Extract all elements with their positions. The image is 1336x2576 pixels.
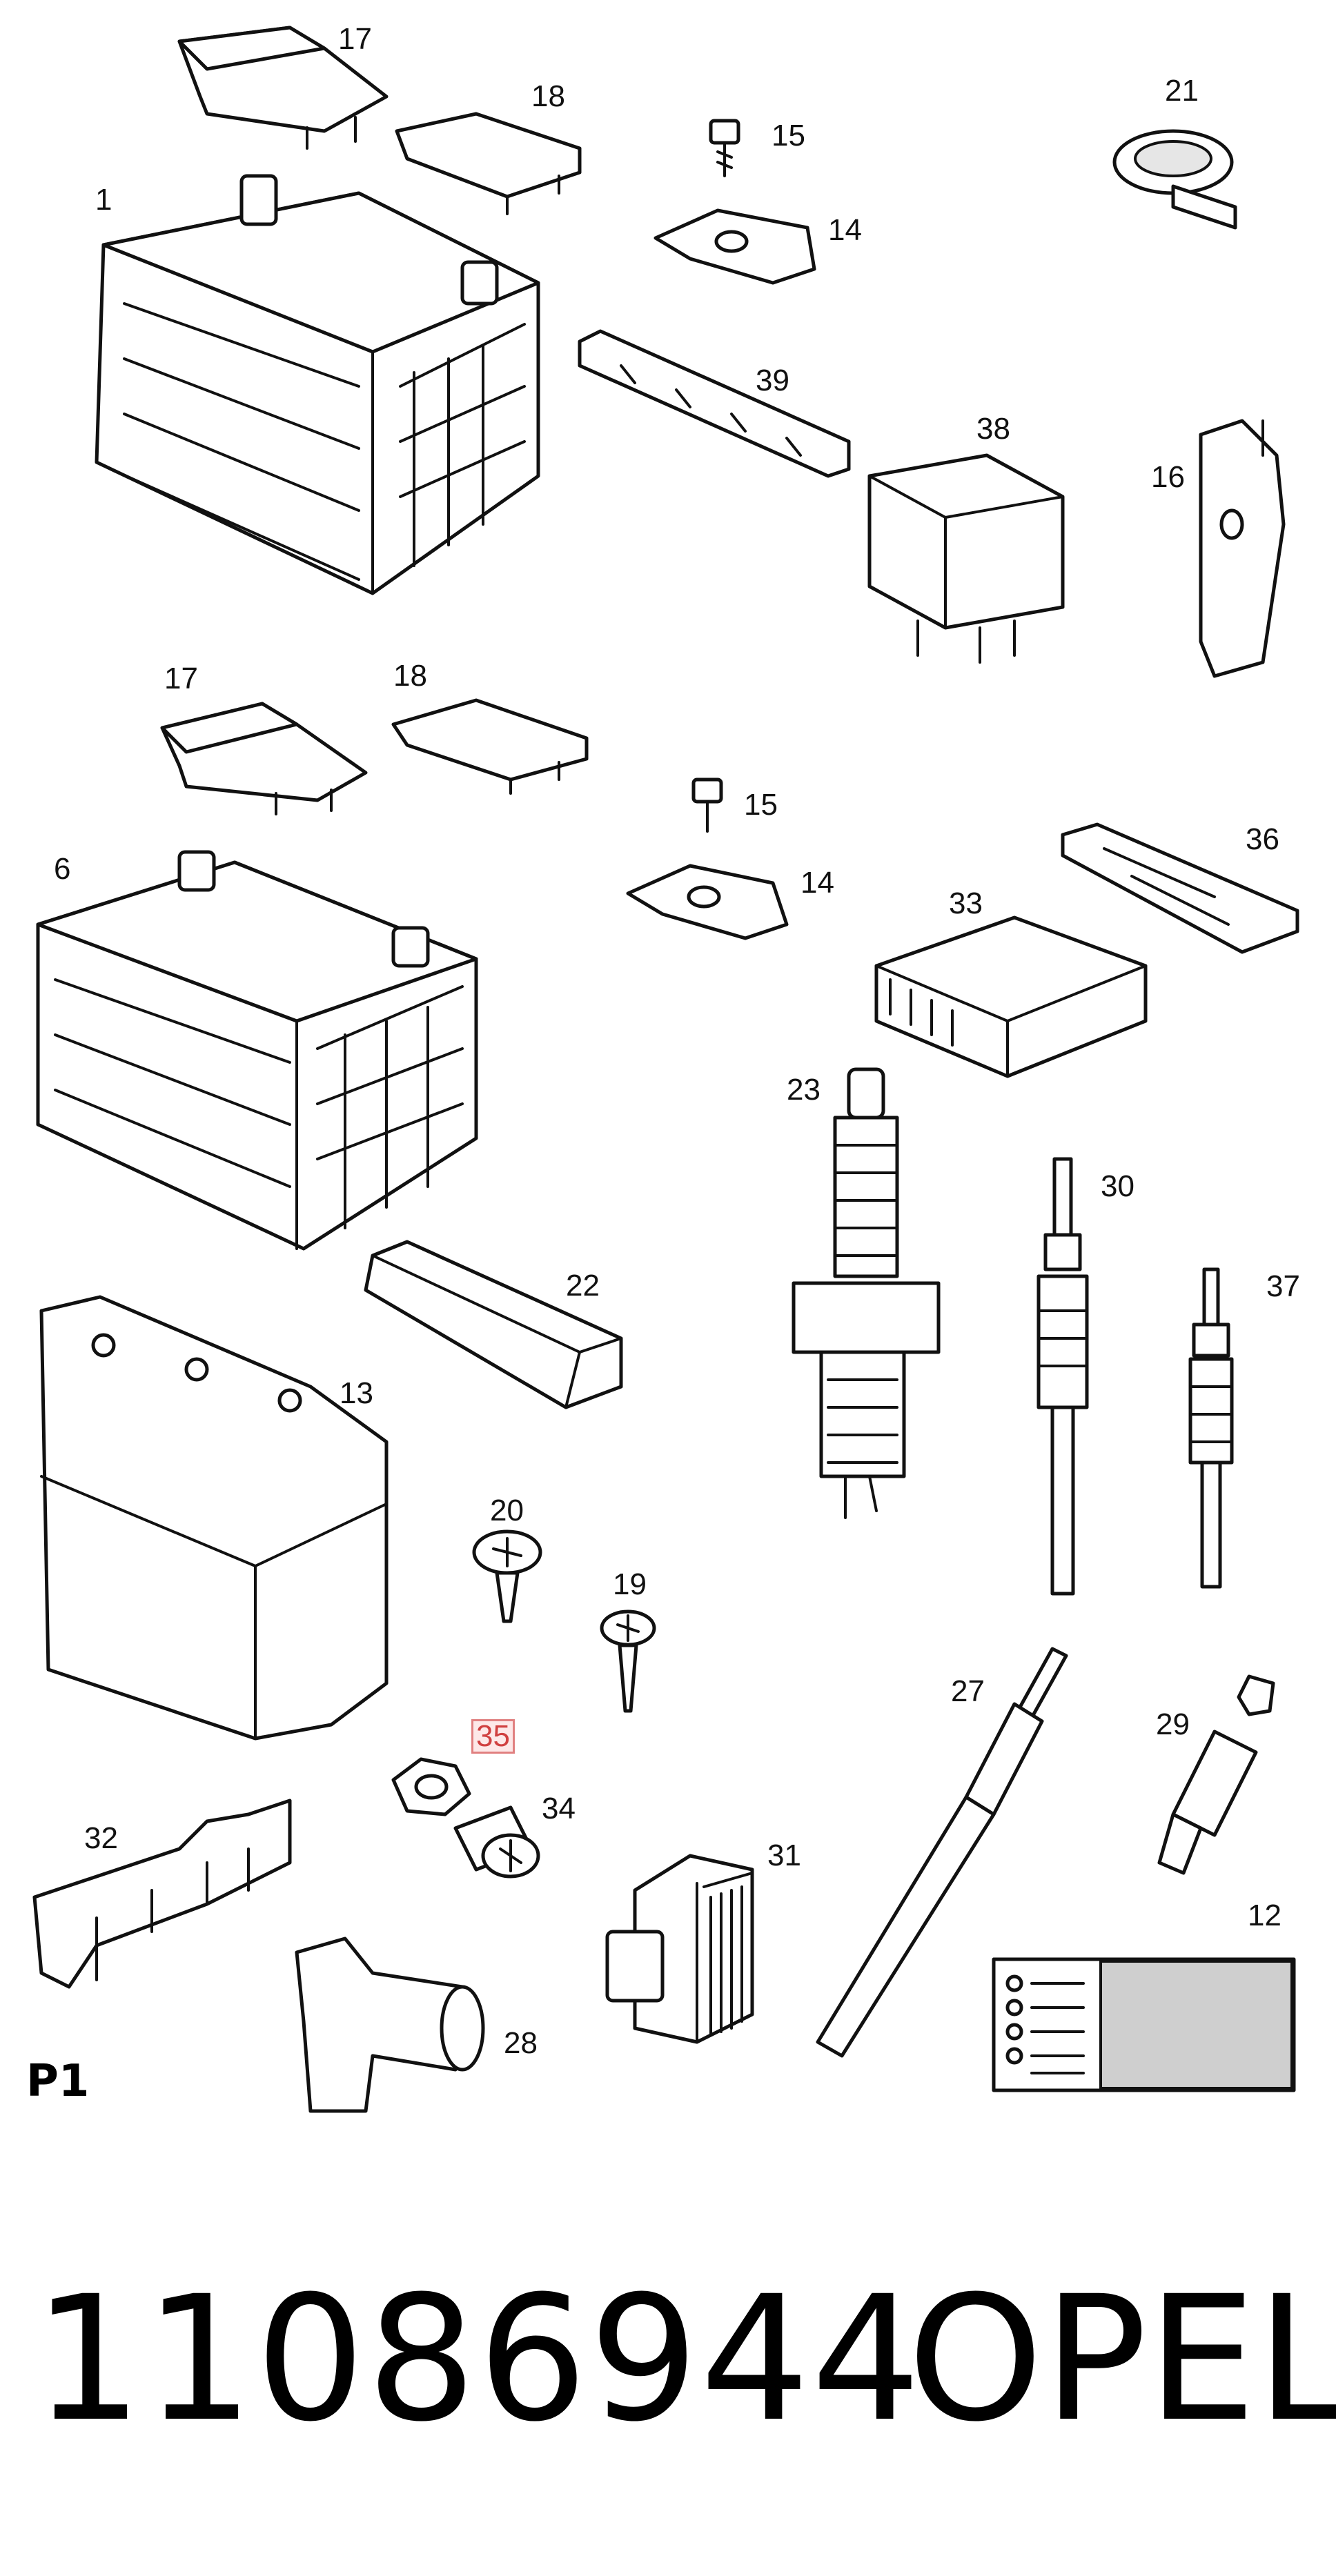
part-31-module — [605, 1854, 754, 2044]
callout-15-second[interactable]: 15 — [744, 788, 778, 822]
callout-29[interactable]: 29 — [1156, 1707, 1190, 1741]
callout-21[interactable]: 21 — [1165, 74, 1199, 108]
callout-17-top[interactable]: 17 — [338, 22, 372, 56]
part-29-glow-plug — [1157, 1674, 1275, 1875]
part-39-strip — [578, 329, 851, 478]
part-28-boot — [295, 1936, 485, 2113]
part-27-glow-plug — [816, 1647, 1068, 2058]
callout-39[interactable]: 39 — [756, 364, 789, 397]
part-17-top — [177, 26, 389, 150]
callout-28[interactable]: 28 — [504, 2026, 538, 2060]
part-number: 11086944 — [33, 2259, 923, 2459]
parts-diagram: 17 18 1 15 14 21 39 38 16 17 18 15 14 36… — [32, 22, 1300, 2113]
part-21-tape — [1112, 129, 1237, 230]
part-15-top-bolt — [709, 119, 740, 177]
part-22-cover — [364, 1240, 623, 1409]
callout-22[interactable]: 22 — [566, 1269, 600, 1302]
callout-16[interactable]: 16 — [1151, 460, 1185, 494]
callout-33[interactable]: 33 — [949, 886, 983, 920]
part-18-top — [395, 112, 582, 215]
callout-23[interactable]: 23 — [787, 1073, 821, 1107]
part-30-glow-plug — [1037, 1157, 1089, 1596]
callout-31[interactable]: 31 — [767, 1839, 801, 1872]
part-18-second — [391, 698, 589, 795]
callout-14-second[interactable]: 14 — [800, 866, 834, 900]
part-38-relay — [867, 453, 1065, 664]
callout-20[interactable]: 20 — [490, 1494, 524, 1527]
part-32-bracket — [32, 1799, 292, 1989]
part-6-battery — [36, 850, 478, 1251]
part-15-second-bolt — [691, 777, 723, 833]
part-12-label — [992, 1957, 1296, 2092]
callout-38[interactable]: 38 — [976, 412, 1010, 446]
callout-35-highlighted[interactable]: 35 — [471, 1719, 515, 1754]
part-17-second — [160, 702, 368, 815]
section-label: P1 — [26, 2056, 90, 2107]
part-36-bar — [1061, 822, 1299, 954]
part-14-second-clamp — [626, 864, 789, 940]
callout-13[interactable]: 13 — [340, 1376, 373, 1410]
part-33-module — [874, 915, 1148, 1078]
callout-30[interactable]: 30 — [1101, 1169, 1134, 1203]
part-1-battery — [95, 174, 540, 595]
callout-37[interactable]: 37 — [1266, 1269, 1300, 1303]
part-35-nut — [391, 1757, 471, 1816]
callout-17-second[interactable]: 17 — [164, 662, 198, 695]
part-14-top-clamp — [654, 208, 816, 285]
callout-27[interactable]: 27 — [951, 1674, 985, 1708]
callout-32[interactable]: 32 — [84, 1821, 118, 1855]
part-23-spark-plug — [792, 1067, 941, 1519]
callout-12[interactable]: 12 — [1248, 1899, 1281, 1932]
callout-18-top[interactable]: 18 — [531, 79, 565, 113]
callout-34[interactable]: 34 — [542, 1792, 576, 1825]
callout-36[interactable]: 36 — [1246, 822, 1279, 856]
part-13-box — [39, 1295, 389, 1741]
part-16-bracket — [1199, 419, 1286, 678]
part-20-screw — [472, 1529, 542, 1623]
callout-1[interactable]: 1 — [95, 183, 112, 217]
callout-19[interactable]: 19 — [613, 1567, 647, 1601]
callout-15-top[interactable]: 15 — [772, 119, 805, 152]
callout-18-second[interactable]: 18 — [393, 659, 427, 693]
part-37-glow-plug — [1188, 1267, 1234, 1589]
parts-drawing — [32, 26, 1299, 2113]
callout-6[interactable]: 6 — [54, 852, 71, 886]
part-19-screw — [600, 1609, 656, 1713]
brand-name: OPEL — [907, 2259, 1336, 2459]
part-34-screw — [453, 1805, 540, 1879]
callout-14-top[interactable]: 14 — [828, 213, 862, 247]
